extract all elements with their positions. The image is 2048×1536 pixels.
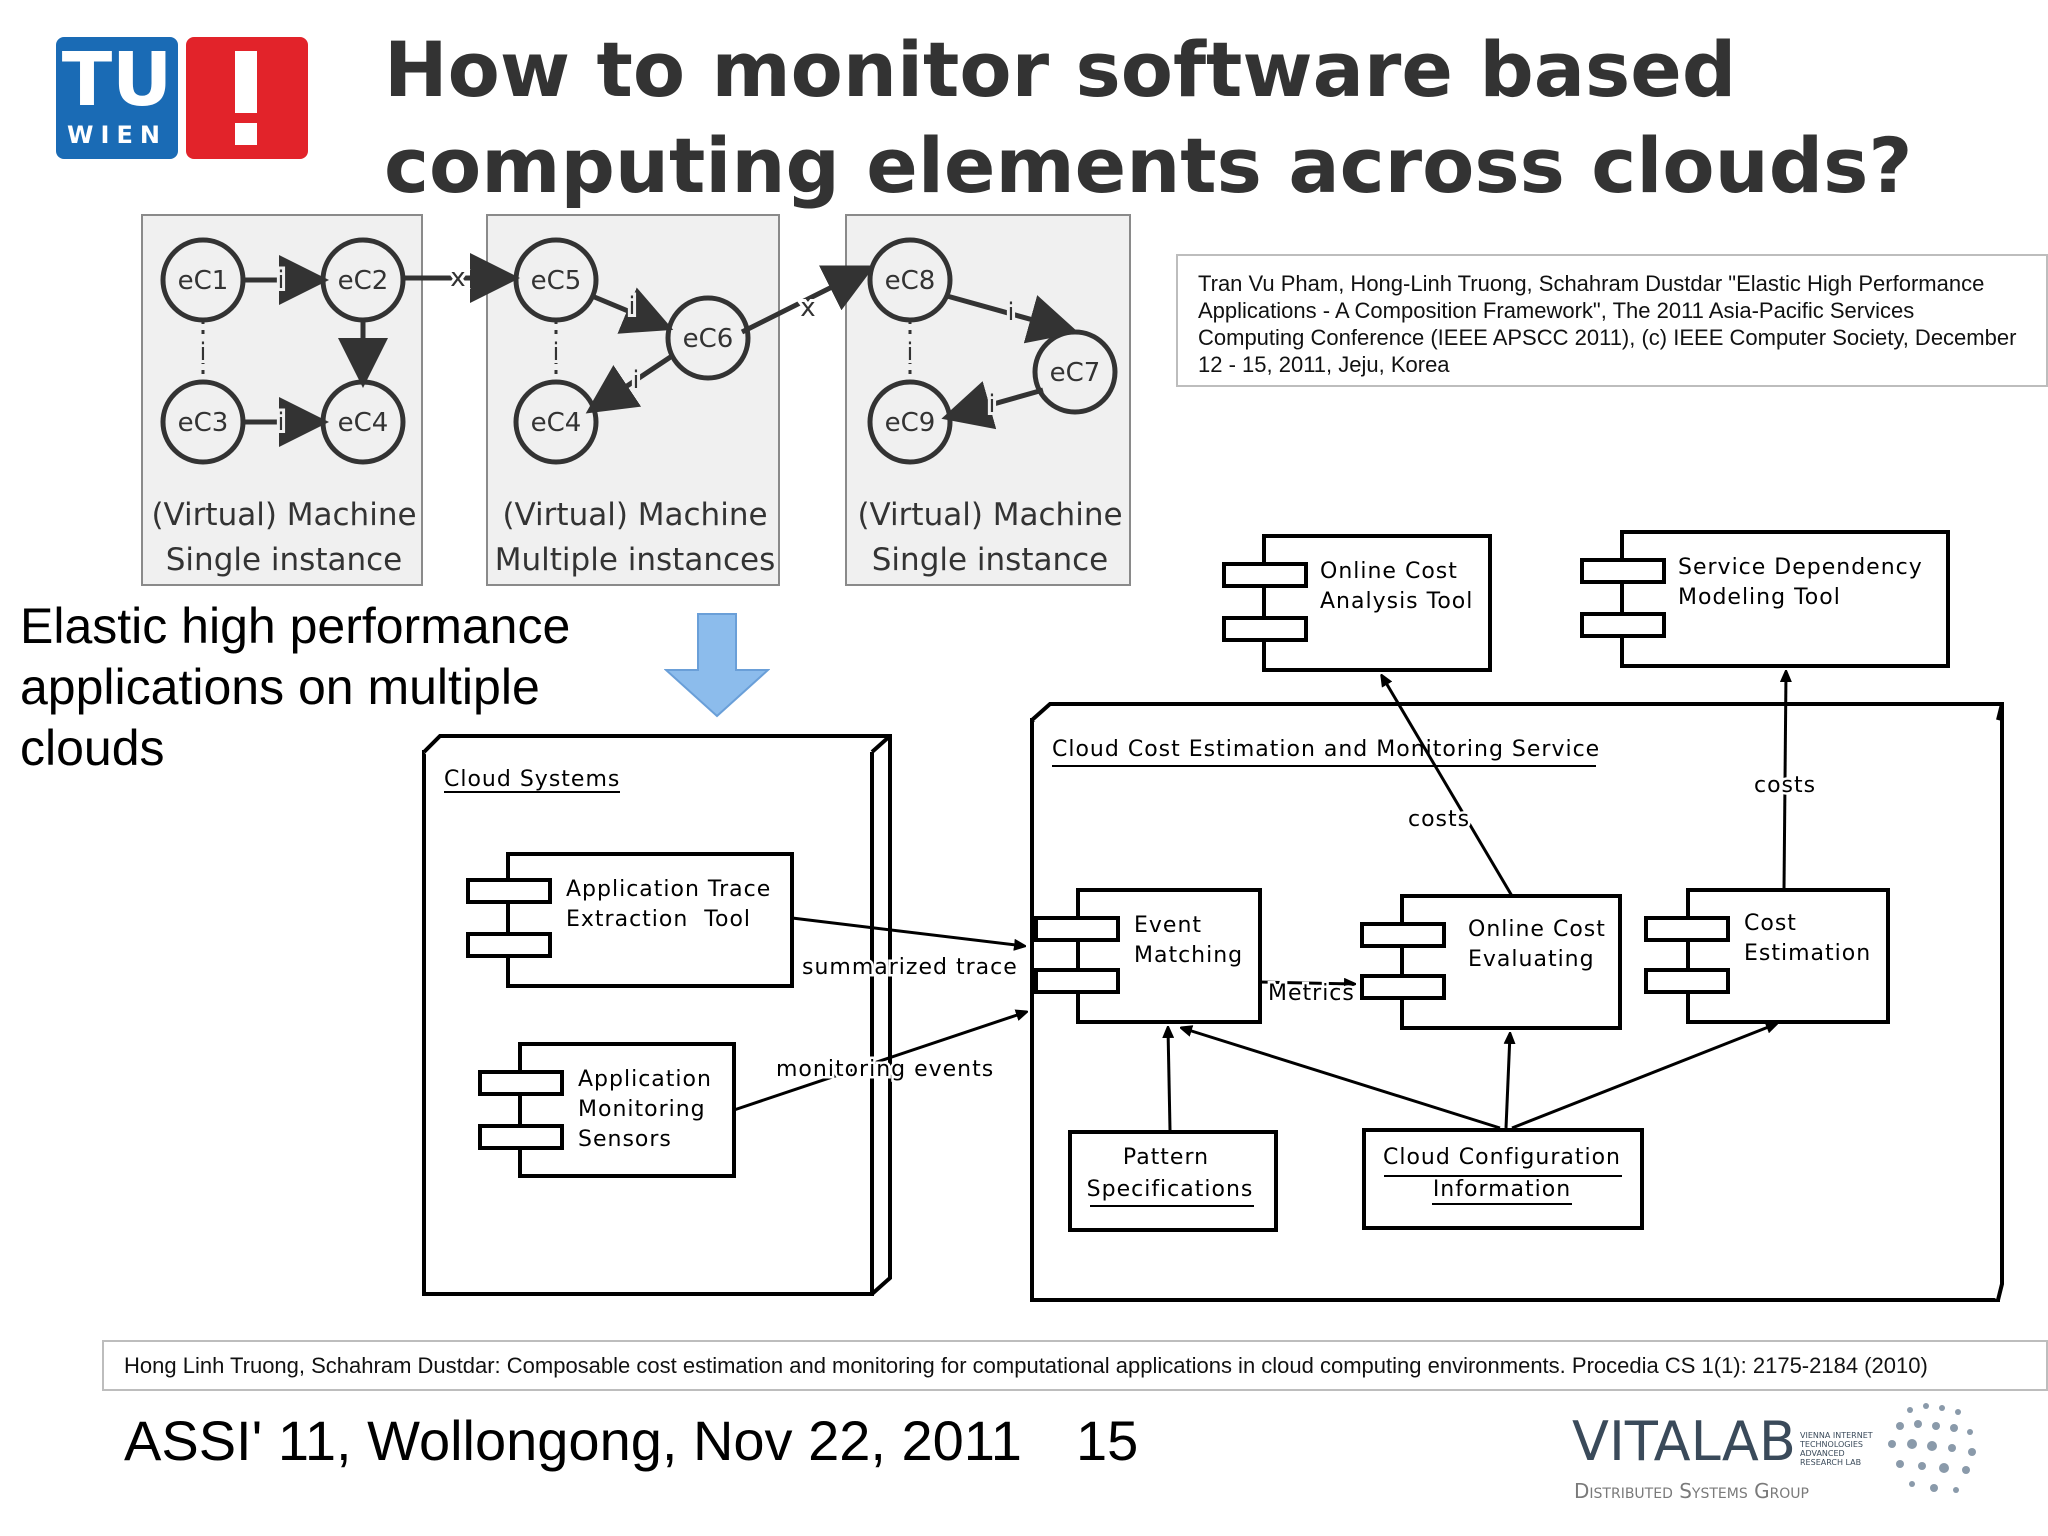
node-ec4: eC4	[338, 408, 389, 438]
cost-estimation-line1: Cost	[1744, 911, 1797, 936]
label-costs-2: costs	[1754, 773, 1816, 798]
event-matching-line2: Matching	[1134, 943, 1243, 968]
node-ec8: eC8	[885, 266, 936, 296]
down-arrow-icon	[664, 613, 770, 718]
vm1-line1: (Virtual) Machine	[151, 497, 416, 533]
online-eval-line1: Online Cost	[1468, 917, 1606, 942]
online-tool-line1: Online Cost	[1320, 559, 1458, 584]
svg-text:VIENNA INTERNET: VIENNA INTERNET	[1800, 1431, 1873, 1440]
sensors-line3: Sensors	[578, 1127, 672, 1152]
cloud-config-line1: Cloud Configuration	[1383, 1145, 1621, 1170]
vm1-line2: Single instance	[166, 542, 402, 578]
tu-wien-logo: TU WIEN	[56, 37, 308, 164]
node-ec7: eC7	[1050, 358, 1101, 388]
vitalab-subtitle: Distributed Systems Group	[1574, 1479, 1809, 1503]
svg-text:i: i	[553, 338, 560, 366]
trace-tool-line1: Application Trace	[566, 877, 771, 902]
svg-text:RESEARCH LAB: RESEARCH LAB	[1800, 1458, 1861, 1467]
svg-text:i: i	[278, 266, 285, 294]
citation-bottom: Hong Linh Truong, Schahram Dustdar: Comp…	[102, 1340, 2048, 1391]
svg-text:i: i	[1008, 298, 1015, 326]
online-tool-line2: Analysis Tool	[1320, 589, 1473, 614]
cloud-config-line2: Information	[1433, 1177, 1571, 1202]
elastic-line-2: applications on multiple	[20, 659, 540, 715]
elastic-line-3: clouds	[20, 720, 165, 776]
pattern-line1: Pattern	[1123, 1145, 1209, 1170]
svg-text:ADVANCED: ADVANCED	[1800, 1449, 1845, 1458]
node-ec1: eC1	[178, 266, 229, 296]
node-ec5: eC5	[531, 266, 582, 296]
svg-text:i: i	[989, 390, 996, 418]
vm2-line1: (Virtual) Machine	[502, 497, 767, 533]
pattern-line2: Specifications	[1087, 1177, 1254, 1202]
node-ec4b: eC4	[531, 408, 582, 438]
title-line-1: How to monitor software based	[384, 25, 1737, 114]
dependency-tool-line2: Modeling Tool	[1678, 585, 1841, 610]
page-title: How to monitor software based computing …	[384, 22, 1984, 214]
tu-logo-text: TU	[62, 37, 173, 123]
footer-event: ASSI' 11, Wollongong, Nov 22, 2011	[124, 1409, 1022, 1472]
cloud-systems-label: Cloud Systems	[444, 767, 620, 792]
label-metrics: Metrics	[1268, 981, 1355, 1006]
node-ec2: eC2	[338, 266, 389, 296]
node-ec9: eC9	[885, 408, 936, 438]
node-ec3: eC3	[178, 408, 229, 438]
svg-text:i: i	[629, 292, 636, 320]
vm-panel-3: eC8 eC7 eC9 i i i (Virtual) Machine Sing…	[845, 214, 1131, 586]
service-label: Cloud Cost Estimation and Monitoring Ser…	[1052, 737, 1600, 762]
trace-tool-line2: Extraction Tool	[566, 907, 751, 932]
sensors-line1: Application	[578, 1067, 712, 1092]
cost-estimation-line2: Estimation	[1744, 941, 1871, 966]
vm2-line2: Multiple instances	[495, 542, 775, 578]
svg-text:i: i	[907, 338, 914, 366]
elastic-description: Elastic high performance applications on…	[20, 596, 570, 779]
elastic-line-1: Elastic high performance	[20, 598, 571, 654]
node-ec6: eC6	[683, 324, 734, 354]
wien-logo-text: WIEN	[67, 121, 167, 149]
title-line-2: computing elements across clouds?	[384, 121, 1913, 210]
vitalab-logo: VITALAB VIENNA INTERNET TECHNOLOGIES ADV…	[1572, 1403, 1976, 1503]
vm3-line1: (Virtual) Machine	[857, 497, 1122, 533]
online-eval-line2: Evaluating	[1468, 947, 1595, 972]
svg-text:TECHNOLOGIES: TECHNOLOGIES	[1799, 1440, 1863, 1449]
label-costs-1: costs	[1408, 807, 1470, 832]
svg-text:i: i	[200, 338, 207, 366]
event-matching-line1: Event	[1134, 913, 1202, 938]
vitalab-text: VITALAB	[1572, 1410, 1796, 1473]
citation-top: Tran Vu Pham, Hong-Linh Truong, Schahram…	[1176, 254, 2048, 387]
vm-panel-1: eC1 eC2 eC3 eC4 i i i (Virtual) Machine …	[141, 214, 423, 586]
label-summarized-trace: summarized trace	[802, 955, 1018, 980]
dependency-tool-line1: Service Dependency	[1678, 555, 1923, 580]
label-monitoring-events: monitoring events	[776, 1057, 994, 1082]
page-number: 15	[1076, 1409, 1139, 1472]
vm-panel-2: eC5 eC6 eC4 i i i (Virtual) Machine Mult…	[486, 214, 780, 586]
sensors-line2: Monitoring	[578, 1097, 706, 1122]
svg-text:i: i	[633, 366, 640, 394]
svg-text:i: i	[278, 408, 285, 436]
vm3-line2: Single instance	[872, 542, 1108, 578]
